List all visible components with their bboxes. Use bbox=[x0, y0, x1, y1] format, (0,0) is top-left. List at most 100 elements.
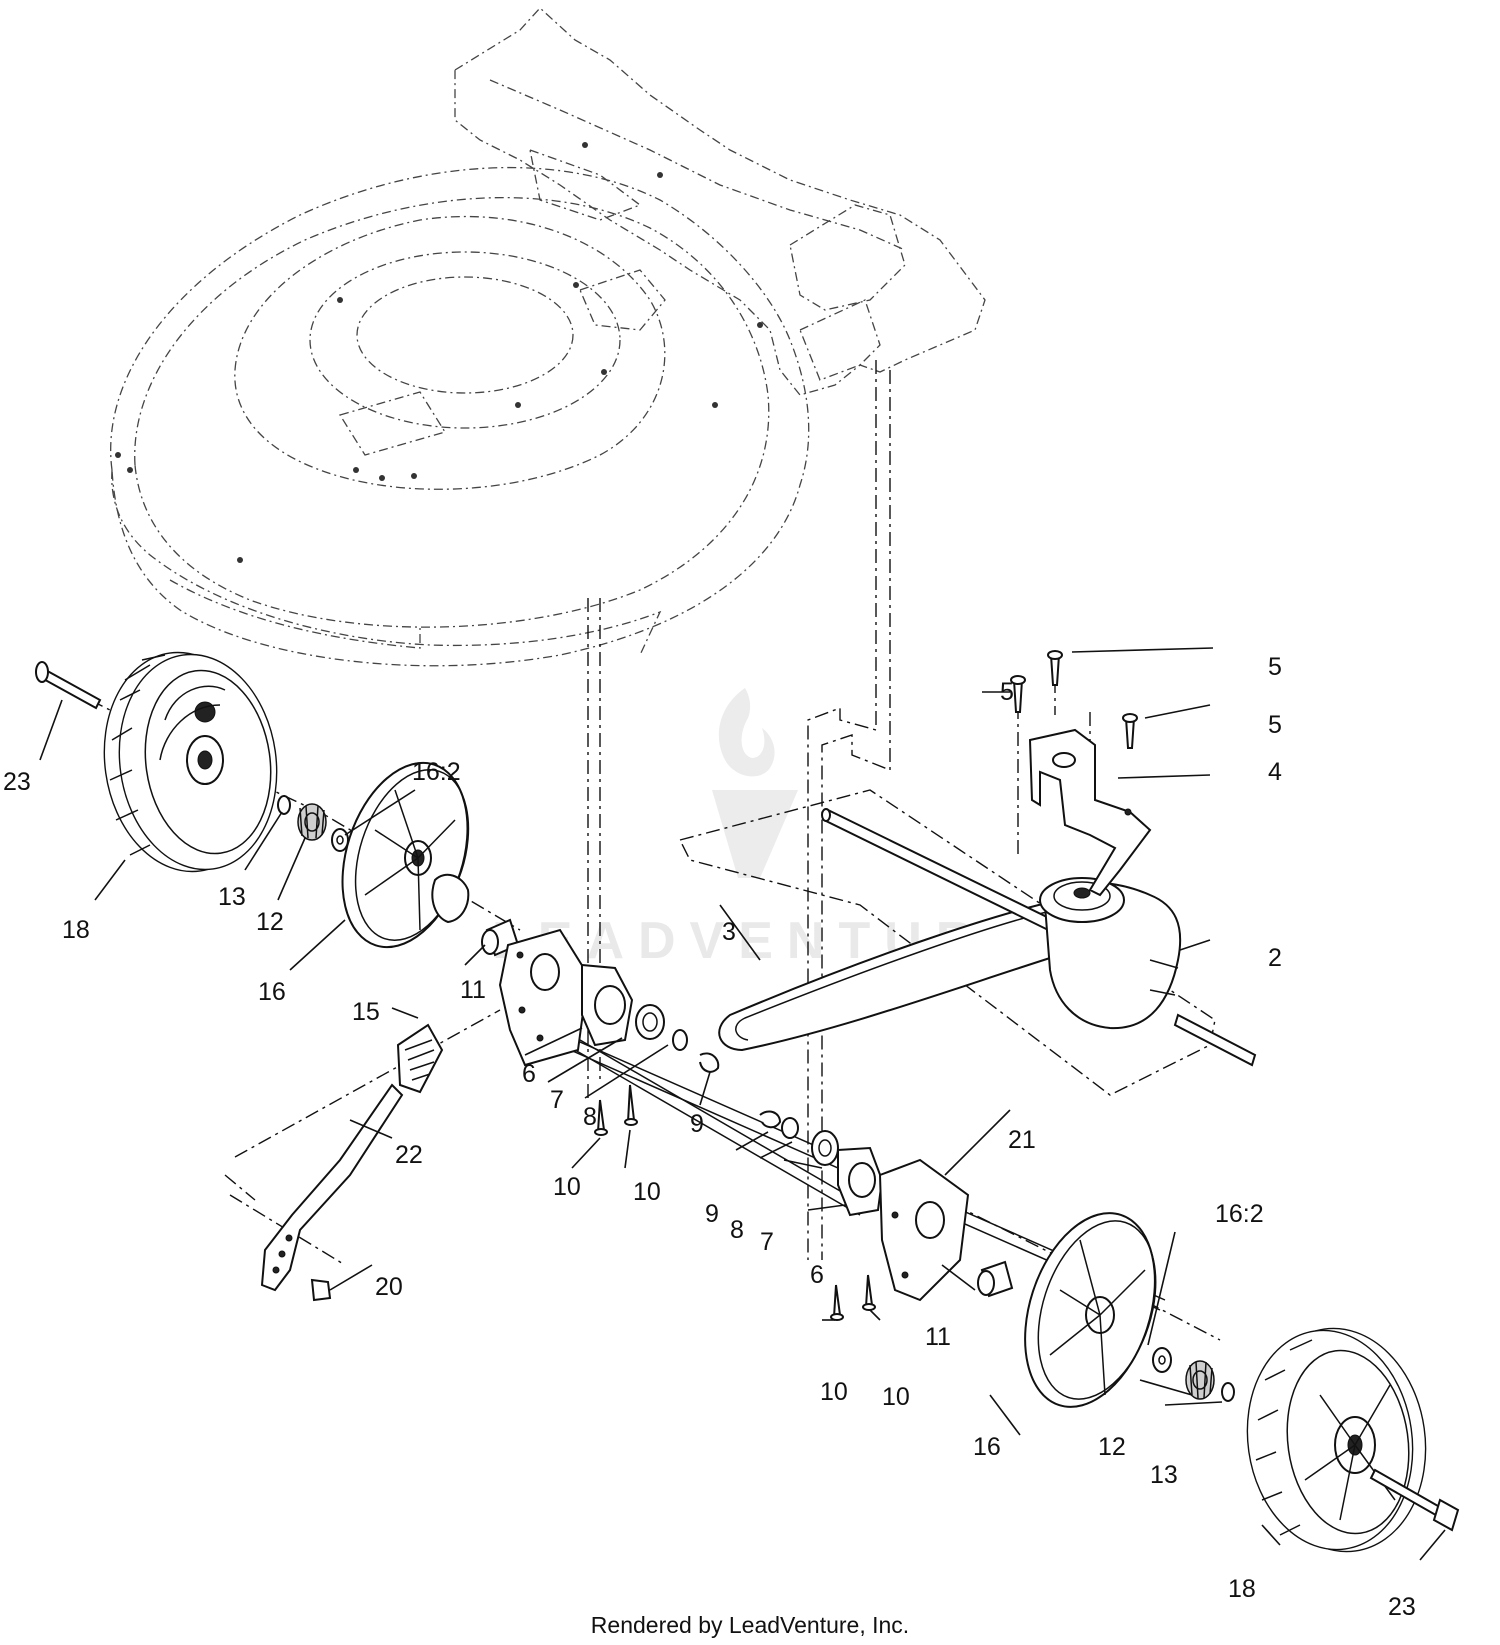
leadventure-watermark: LEADVENTURE bbox=[492, 688, 1022, 970]
rear-housing bbox=[454, 7, 986, 396]
rear-flap bbox=[579, 269, 666, 331]
screw-bracket-right-b bbox=[862, 1274, 876, 1311]
callout-6-left: 6 bbox=[522, 1060, 536, 1088]
callout-16-2-right: 16:2 bbox=[1215, 1200, 1264, 1228]
rear-housing-slot bbox=[529, 149, 642, 221]
bearing-right bbox=[811, 1130, 839, 1166]
rear-wheel-right bbox=[1246, 1327, 1427, 1553]
callout-20: 20 bbox=[375, 1273, 403, 1301]
callout-18-right: 18 bbox=[1228, 1575, 1256, 1603]
callout-13-right: 13 bbox=[1150, 1461, 1178, 1489]
tire-tread-pattern-right bbox=[1255, 1339, 1313, 1536]
drive-disc-left bbox=[341, 761, 470, 949]
callout-3: 3 bbox=[722, 918, 736, 946]
flame-logo-icon bbox=[718, 688, 775, 777]
wheel-bracket-left bbox=[498, 928, 590, 1067]
screw-bracket-left-a bbox=[594, 1099, 608, 1136]
drive-disc-right bbox=[1024, 1212, 1157, 1408]
axle-bolt-left bbox=[35, 661, 102, 710]
callout-8-left: 8 bbox=[583, 1103, 597, 1131]
callout-leaders bbox=[39, 647, 1446, 1561]
deck-inner-rim bbox=[134, 196, 770, 628]
callout-16-right: 16 bbox=[973, 1433, 1001, 1461]
callout-10-c: 10 bbox=[820, 1378, 848, 1406]
belt-guard-bracket bbox=[1028, 728, 1152, 897]
render-credit: Rendered by LeadVenture, Inc. bbox=[590, 1612, 910, 1638]
callout-13-left: 13 bbox=[218, 883, 246, 911]
callout-7-left: 7 bbox=[550, 1086, 564, 1114]
callout-15: 15 bbox=[352, 998, 380, 1026]
callout-11-left: 11 bbox=[460, 976, 486, 1004]
right-wheel-assembly bbox=[977, 1212, 1460, 1553]
height-adjuster bbox=[260, 1023, 444, 1302]
bearing-left bbox=[635, 1004, 665, 1040]
callout-22: 22 bbox=[395, 1141, 423, 1169]
deck-baffle bbox=[338, 391, 447, 456]
deck-skirt bbox=[111, 469, 662, 656]
gearbox-output-shaft bbox=[1173, 1013, 1257, 1067]
callout-10-b: 10 bbox=[633, 1178, 661, 1206]
callout-16-2-left: 16:2 bbox=[412, 758, 461, 786]
rear-bracket-lower bbox=[799, 299, 881, 381]
callout-10-a: 10 bbox=[553, 1173, 581, 1201]
rear-bracket bbox=[789, 204, 906, 311]
callout-5-c: 5 bbox=[1268, 711, 1282, 739]
wheel-gear-teeth bbox=[159, 685, 226, 761]
v-logo-icon bbox=[712, 790, 798, 878]
deck-bolt-holes bbox=[115, 142, 763, 563]
snap-ring-right bbox=[1221, 1382, 1235, 1402]
disc-collar-left bbox=[431, 873, 470, 924]
callout-9-right: 9 bbox=[705, 1200, 719, 1228]
snap-ring-left bbox=[277, 795, 291, 815]
callout-21: 21 bbox=[1008, 1126, 1036, 1154]
tire-tread-pattern bbox=[109, 654, 166, 856]
callout-10-d: 10 bbox=[882, 1383, 910, 1411]
transmission-gearbox bbox=[1039, 877, 1257, 1067]
e-clip-left bbox=[699, 1052, 720, 1073]
left-bracket-assembly bbox=[498, 928, 720, 1136]
guide-right-stepped-2 bbox=[807, 360, 877, 1260]
callout-12-right: 12 bbox=[1098, 1433, 1126, 1461]
callout-8-right: 8 bbox=[730, 1216, 744, 1244]
rear-wheel-left bbox=[103, 651, 278, 873]
gearbox-pulley bbox=[1039, 877, 1125, 923]
deck-center-ring bbox=[356, 276, 574, 394]
callout-18-left: 18 bbox=[62, 916, 90, 944]
bracket-bolt-b bbox=[1047, 650, 1063, 686]
callout-6-right: 6 bbox=[810, 1261, 824, 1289]
callout-12-left: 12 bbox=[256, 908, 284, 936]
e-clip-right bbox=[759, 1110, 782, 1129]
guide-right-stepped bbox=[821, 370, 891, 1260]
adjuster-bolt bbox=[310, 1278, 332, 1302]
deck-bowl bbox=[234, 215, 666, 490]
callout-5-b: 5 bbox=[1000, 678, 1014, 706]
callout-23-left: 23 bbox=[3, 768, 31, 796]
callout-11-right: 11 bbox=[925, 1323, 951, 1351]
screw-bracket-left-b bbox=[624, 1084, 638, 1126]
callout-2: 2 bbox=[1268, 944, 1282, 972]
guide-gearbox-plane bbox=[678, 789, 1216, 1096]
adjuster-knob bbox=[396, 1023, 444, 1094]
callout-23-right: 23 bbox=[1388, 1593, 1416, 1621]
adjuster-lever bbox=[260, 1083, 404, 1292]
pinion-gear-left bbox=[297, 803, 327, 841]
washer-right bbox=[1152, 1347, 1172, 1373]
bracket-bolt-a bbox=[1010, 675, 1026, 713]
screw-bracket-right-a bbox=[830, 1284, 844, 1321]
axle-bolt-right bbox=[1369, 1468, 1460, 1532]
callout-16-left: 16 bbox=[258, 978, 286, 1006]
pinion-gear-right bbox=[1185, 1360, 1215, 1400]
callout-labels: 23 18 13 12 16:2 16 11 15 22 20 6 7 8 9 … bbox=[3, 653, 1416, 1621]
bushing-right bbox=[977, 1260, 1014, 1298]
washer-bracket-right bbox=[781, 1117, 799, 1139]
washer-left bbox=[331, 828, 349, 852]
washer-bracket-left bbox=[672, 1029, 688, 1051]
deck-outer-rim bbox=[110, 166, 810, 667]
mower-deck-phantom bbox=[110, 7, 986, 667]
deck-motor-mount bbox=[309, 251, 621, 429]
callout-4: 4 bbox=[1268, 758, 1282, 786]
left-wheel-assembly bbox=[35, 651, 520, 957]
rear-housing-ridge bbox=[489, 79, 906, 251]
bracket-bolt-c bbox=[1122, 713, 1138, 749]
